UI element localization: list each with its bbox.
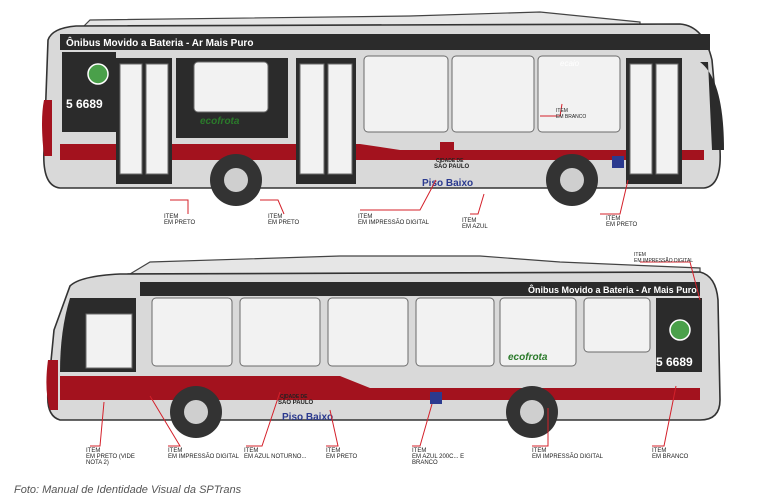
bottom-wheel-front — [170, 386, 222, 438]
top-eco-logo-icon — [87, 63, 109, 85]
bottom-floor-text: Piso Baixo — [282, 412, 333, 423]
bottom-accessibility-icon — [430, 392, 442, 404]
top-accessibility-icon — [612, 156, 624, 168]
bus-livery-diagram: Ônibus Movido a Bateria - Ar Mais Puro 5… — [42, 11, 724, 447]
bottom-window — [239, 297, 321, 367]
bottom-banner-text: Ônibus Movido a Bateria - Ar Mais Puro — [528, 284, 697, 295]
top-window — [363, 55, 449, 133]
bottom-callout-lines — [90, 261, 701, 447]
photo-caption: Foto: Manual de Identidade Visual da SPT… — [14, 484, 242, 496]
bus-top: Ônibus Movido a Bateria - Ar Mais Puro 5… — [42, 11, 724, 206]
top-floor-text: Piso Baixo — [422, 178, 473, 189]
top-wheel-front — [210, 154, 262, 206]
bottom-window — [415, 297, 495, 367]
bottom-city-bottom: SÃO PAULO — [278, 399, 314, 406]
top-banner-text: Ônibus Movido a Bateria - Ar Mais Puro — [66, 36, 253, 49]
top-brand-text: ecofrota — [200, 116, 240, 127]
bottom-window — [499, 297, 577, 367]
top-callout-lines — [170, 103, 629, 215]
bottom-brand-text: ecofrota — [508, 352, 548, 363]
top-door-front — [116, 58, 172, 184]
top-window — [451, 55, 535, 133]
bottom-fleet-number: 5 6689 — [656, 355, 693, 369]
bottom-wheel-rear — [506, 386, 558, 438]
top-city-crest-icon — [440, 142, 454, 154]
top-door-middle — [296, 58, 356, 184]
bus-bottom: Ônibus Movido a Bateria - Ar Mais Puro 5… — [46, 255, 721, 438]
top-window — [537, 55, 621, 133]
top-fleet-number: 5 6689 — [66, 97, 103, 111]
top-wheel-rear — [546, 154, 598, 206]
bottom-window — [583, 297, 651, 353]
bottom-city-crest-icon — [284, 378, 298, 390]
bottom-city-top: CIDADE DE — [280, 394, 308, 400]
bottom-window — [327, 297, 409, 367]
top-city-top: CIDADE DE — [436, 158, 464, 164]
top-model-badge: ecaio — [560, 59, 580, 68]
bottom-eco-logo-icon — [669, 319, 691, 341]
bottom-window — [151, 297, 233, 367]
top-city-bottom: SÃO PAULO — [434, 163, 470, 170]
top-door-rear — [626, 58, 682, 184]
